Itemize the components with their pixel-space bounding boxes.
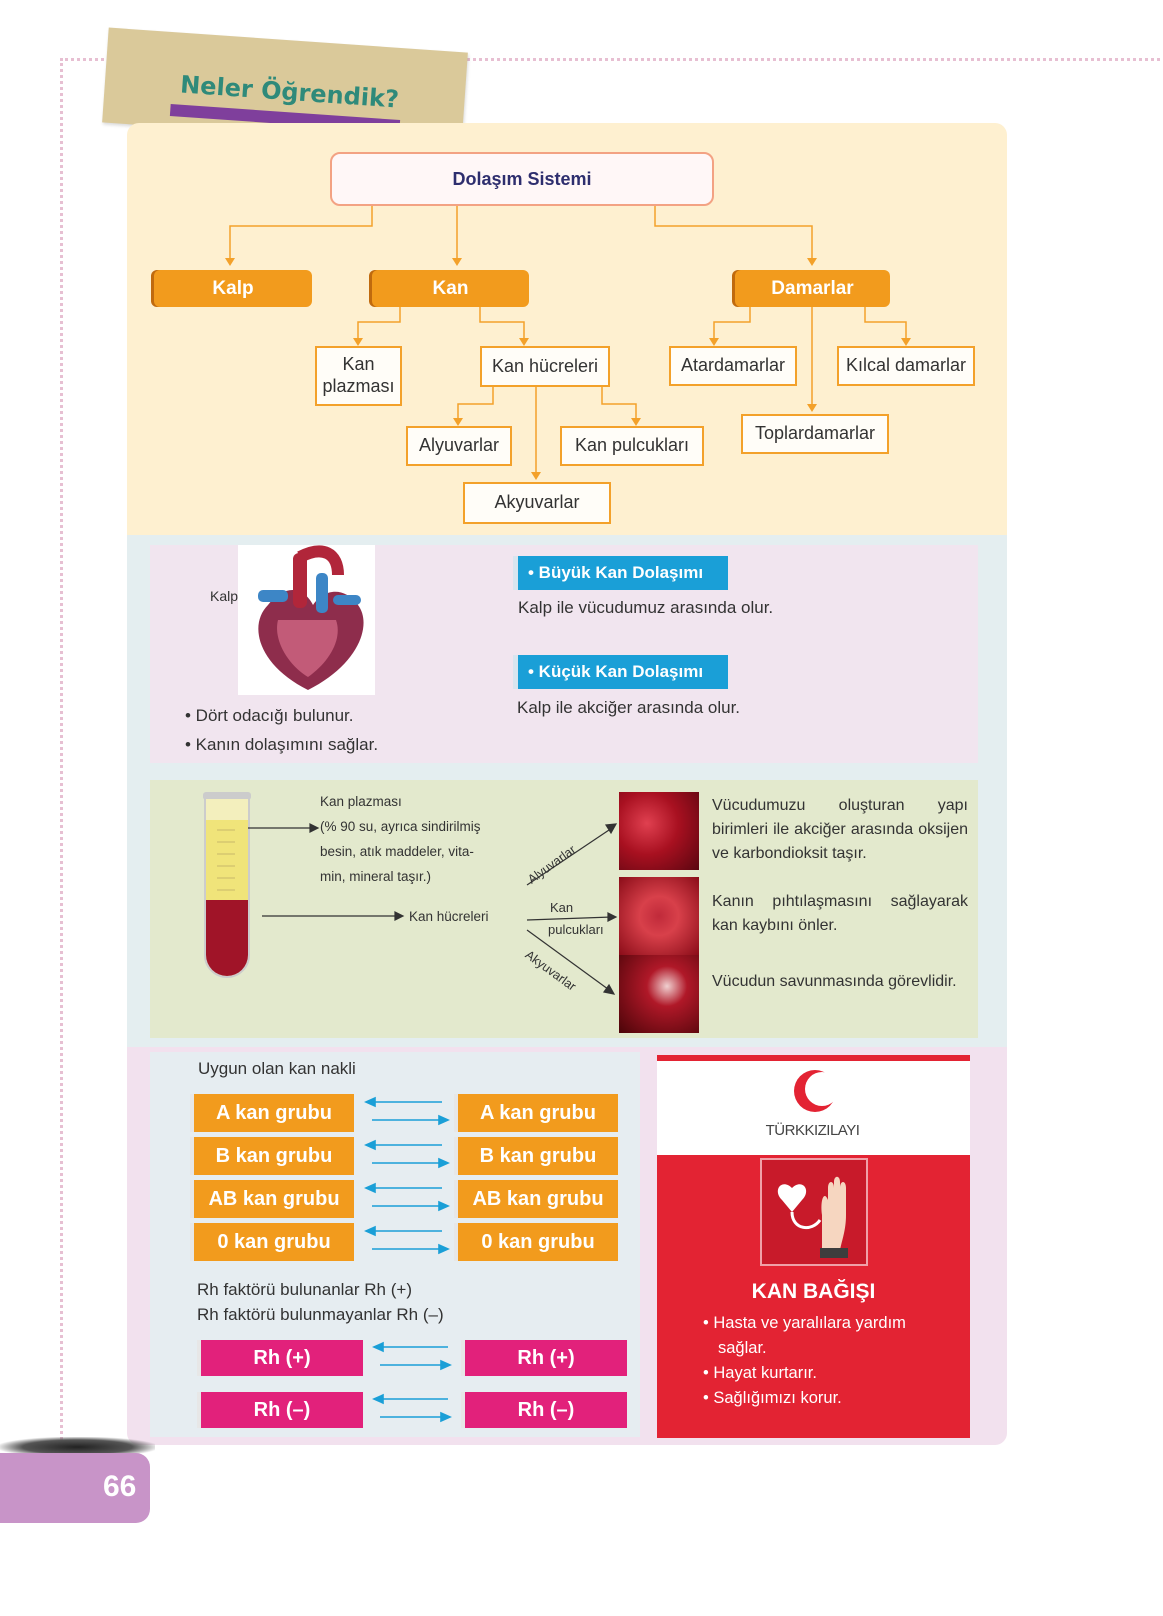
- pulcuk-description: Kanın pıhtılaşmasını sağlayarak kan kayb…: [712, 893, 968, 934]
- right-rh-box: Rh (+): [465, 1340, 627, 1376]
- plasma-desc-2: besin, atık maddeler, vita-: [320, 844, 474, 859]
- kizilay-item: • Hasta ve yaralılara yardım: [703, 1314, 906, 1332]
- page-number-tab: [0, 1453, 150, 1523]
- node-damarlar: Damarlar: [735, 270, 890, 307]
- node-alyuvarlar: Alyuvarlar: [406, 426, 512, 466]
- node-toplardamarlar: Toplardamarlar: [741, 414, 889, 454]
- kizilay-logo-text: TÜRKKIZILAYI: [765, 1122, 860, 1139]
- kan-bagisi-title: KAN BAĞIŞI: [751, 1280, 876, 1303]
- page-tab-shadow: [0, 1437, 155, 1457]
- heart-label: Kalp: [210, 588, 239, 604]
- big-circulation-heading: • Büyük Kan Dolaşımı: [513, 556, 728, 590]
- page-number: 66: [103, 1470, 137, 1503]
- small-circulation-text: Kalp ile akciğer arasında olur.: [517, 698, 741, 717]
- node-atardamarlar: Atardamarlar: [669, 346, 797, 386]
- right-blood-group: AB kan grubu: [458, 1180, 618, 1218]
- hand-heart-icon: [760, 1158, 868, 1266]
- test-tube-illustration: [203, 792, 251, 978]
- left-blood-group: AB kan grubu: [194, 1180, 354, 1218]
- dotted-border-left: [60, 58, 63, 1458]
- node-kalp: Kalp: [154, 270, 312, 307]
- transfusion-title: Uygun olan kan nakli: [198, 1059, 356, 1078]
- red-blood-cells-image: [619, 792, 699, 870]
- transfusion-arrows: [364, 1096, 452, 1423]
- blood-connectors: [248, 823, 618, 995]
- plasma-title: Kan plazması: [320, 794, 402, 809]
- rh-positive-text: Rh faktörü bulunanlar Rh (+): [197, 1280, 412, 1299]
- arrow-label-kan: Kan: [550, 900, 574, 915]
- left-blood-group: A kan grubu: [194, 1094, 354, 1132]
- node-kan: Kan: [372, 270, 529, 307]
- white-blood-cells-image: [619, 955, 699, 1033]
- plasma-desc-3: min, mineral taşır.): [320, 869, 432, 884]
- blood-panel: [150, 780, 978, 1038]
- right-blood-group: 0 kan grubu: [458, 1223, 618, 1261]
- left-rh-box: Rh (+): [201, 1340, 363, 1376]
- node-kilcal-damarlar: Kılcal damarlar: [837, 346, 975, 386]
- akyuvar-description: Vücudun savunmasında görevlidir.: [712, 973, 957, 990]
- alyuvar-description: Vücudumuzu oluşturan yapı birimleri ile …: [712, 797, 968, 862]
- plasma-desc-1: (% 90 su, ayrıca sindirilmiş: [320, 819, 481, 834]
- kizilay-item: sağlar.: [718, 1339, 767, 1357]
- right-blood-group: A kan grubu: [458, 1094, 618, 1132]
- concept-map-connectors: [225, 206, 911, 480]
- small-circulation-heading: • Küçük Kan Dolaşımı: [513, 655, 728, 689]
- left-blood-group: B kan grubu: [194, 1137, 354, 1175]
- crescent-icon: [794, 1070, 838, 1112]
- rh-negative-text: Rh faktörü bulunmayanlar Rh (–): [197, 1305, 444, 1324]
- node-akyuvarlar: Akyuvarlar: [463, 482, 611, 524]
- heart-bullet-2: • Kanın dolaşımını sağlar.: [185, 735, 379, 754]
- node-kan-plazmasi: Kan plazması: [315, 346, 402, 406]
- left-rh-box: Rh (–): [201, 1392, 363, 1428]
- concept-map-root: Dolaşım Sistemi: [330, 152, 714, 206]
- platelets-image: [619, 877, 699, 955]
- heart-illustration: [238, 545, 375, 695]
- arrow-label-pulcuklari: pulcukları: [548, 922, 604, 937]
- kizilay-item: • Sağlığımızı korur.: [703, 1389, 842, 1407]
- cells-label: Kan hücreleri: [409, 909, 489, 924]
- kizilay-item: • Hayat kurtarır.: [703, 1364, 817, 1382]
- heart-bullet-1: • Dört odacığı bulunur.: [185, 706, 354, 725]
- node-kan-hucreleri: Kan hücreleri: [480, 346, 610, 387]
- node-kan-pulcuklari: Kan pulcukları: [560, 426, 704, 466]
- right-rh-box: Rh (–): [465, 1392, 627, 1428]
- left-blood-group: 0 kan grubu: [194, 1223, 354, 1261]
- dotted-border-top: [60, 58, 1160, 61]
- big-circulation-text: Kalp ile vücudumuz arasında olur.: [518, 598, 774, 617]
- right-blood-group: B kan grubu: [458, 1137, 618, 1175]
